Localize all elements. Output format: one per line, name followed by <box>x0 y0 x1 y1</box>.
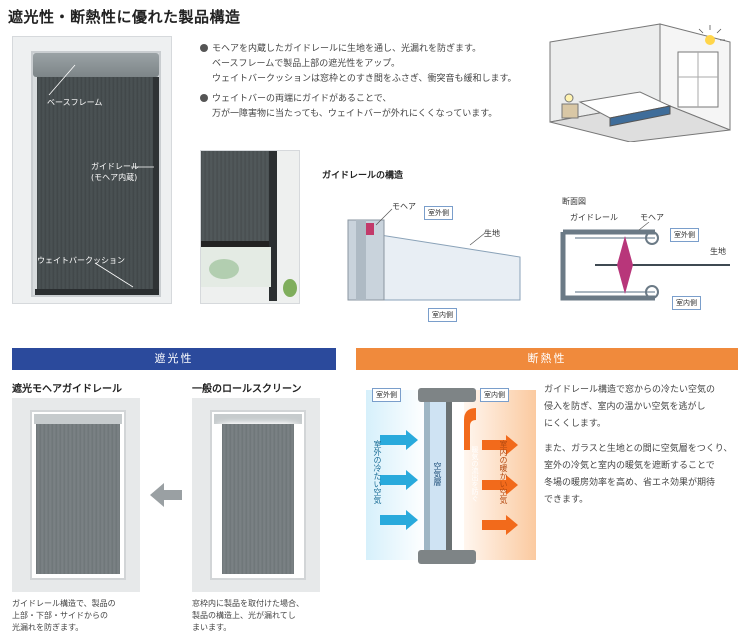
section-mohair-label: モヘア <box>640 213 664 222</box>
label-weight-bar-cushion: ウェイトバークッション <box>37 256 125 265</box>
section-bar-shading: 遮光性 <box>12 348 336 370</box>
insulation-diagram <box>366 380 536 570</box>
comparison-arrow-icon <box>150 483 182 507</box>
label-guide-rail-sub: (モヘア内蔵) <box>91 173 138 182</box>
bedroom-illustration <box>549 23 731 142</box>
weight-bar <box>35 289 159 295</box>
section-outdoor-label: 室外側 <box>670 228 699 242</box>
insulation-text-line: 侵入を防ぎ、室内の温かい空気を逃がし <box>544 402 706 412</box>
cold-air-label: 室外の冷たい空気 <box>373 440 382 504</box>
roller-box <box>33 53 159 77</box>
comparison-right-photo <box>192 398 320 592</box>
left-caption-line: ガイドレール構造で、製品の <box>12 599 116 608</box>
rail-outdoor-label: 室外側 <box>424 206 453 220</box>
section-bar-insulation: 断熱性 <box>356 348 738 370</box>
comparison-left-heading: 遮光モヘアガイドレール <box>12 384 122 395</box>
left-caption-line: 光漏れを防ぎます。 <box>12 623 84 632</box>
rail-fabric-label: 生地 <box>484 229 500 238</box>
insulation-text-line: できます。 <box>544 495 589 505</box>
insulation-text-line: 冬場の暖房効率を高め、省エネ効果が期待 <box>544 478 716 488</box>
comparison-left-caption: ガイドレール構造で、製品の 上部・下部・サイドからの 光漏れを防ぎます。 <box>12 598 116 634</box>
label-base-frame: ベースフレーム <box>47 98 103 107</box>
section-guide-rail-label: ガイドレール <box>570 213 618 222</box>
page-title: 遮光性・断熱性に優れた製品構造 <box>8 8 241 26</box>
section-heading: 断面図 <box>562 197 586 206</box>
bullet-2: ウェイトバーの両端にガイドがあることで、 万が一障害物に当たっても、ウェイトバー… <box>200 92 540 122</box>
bullet-1-line-2: ベースフレームで製品上部の遮光性をアップ。 <box>212 59 401 69</box>
bullet-dot-icon <box>200 44 208 52</box>
right-caption-line: 製品の構造上、光が漏れてし <box>192 611 296 620</box>
warm-blocked-label: 暖気の流出を防ぐ <box>471 446 479 502</box>
insulation-text-line: 室外の冷気と室内の暖気を遮断することで <box>544 461 715 471</box>
rail-structure-diagram <box>347 208 521 301</box>
insulation-indoor-label: 室内側 <box>480 388 509 402</box>
insulation-text-line <box>544 433 744 441</box>
rail-indoor-label: 室内側 <box>428 308 457 322</box>
guide-rail <box>153 77 159 291</box>
comparison-right-heading: 一般のロールスクリーン <box>192 384 302 395</box>
product-photo-main: ベースフレーム ガイドレール (モヘア内蔵) ウェイトバークッション <box>12 36 172 304</box>
left-caption-line: 上部・下部・サイドからの <box>12 611 108 620</box>
bullet-2-line-1: ウェイトバーの両端にガイドがあることで、 <box>212 94 392 104</box>
insulation-text: ガイドレール構造で窓からの冷たい空気の 侵入を防ぎ、室内の温かい空気を逃がし に… <box>544 382 744 509</box>
bullet-1-line-1: モヘアを内蔵したガイドレールに生地を通し、光漏れを防ぎます。 <box>212 44 482 54</box>
bullet-1: モヘアを内蔵したガイドレールに生地を通し、光漏れを防ぎます。 ベースフレームで製… <box>200 42 540 87</box>
section-diagram <box>560 222 730 301</box>
warm-air-label: 室内の暖かい空気 <box>499 440 508 504</box>
product-photo-closeup <box>200 150 300 304</box>
label-guide-rail: ガイドレール <box>91 162 139 171</box>
screen-fabric <box>37 77 155 291</box>
bullet-2-line-2: 万が一障害物に当たっても、ウェイトバーが外れにくくなっています。 <box>212 109 498 119</box>
rail-mohair-label: モヘア <box>392 202 416 211</box>
insulation-outdoor-label: 室外側 <box>372 388 401 402</box>
right-caption-line: 窓枠内に製品を取付けた場合、 <box>192 599 304 608</box>
air-layer-label: 空気層 <box>433 462 442 486</box>
insulation-text-line: また、ガラスと生地との間に空気層をつくり、 <box>544 444 733 454</box>
right-caption-line: まいます。 <box>192 623 232 632</box>
section-fabric-label: 生地 <box>710 247 726 256</box>
insulation-text-line: ガイドレール構造で窓からの冷たい空気の <box>544 385 716 395</box>
bullet-dot-icon <box>200 94 208 102</box>
rail-structure-heading: ガイドレールの構造 <box>322 171 404 181</box>
section-indoor-label: 室内側 <box>672 296 701 310</box>
insulation-text-line: にくくします。 <box>544 419 606 429</box>
comparison-left-photo <box>12 398 140 592</box>
bullet-1-line-3: ウェイトバークッションは窓枠とのすき間をふさぎ、衝突音も緩和します。 <box>212 74 517 84</box>
comparison-right-caption: 窓枠内に製品を取付けた場合、 製品の構造上、光が漏れてし まいます。 <box>192 598 304 634</box>
